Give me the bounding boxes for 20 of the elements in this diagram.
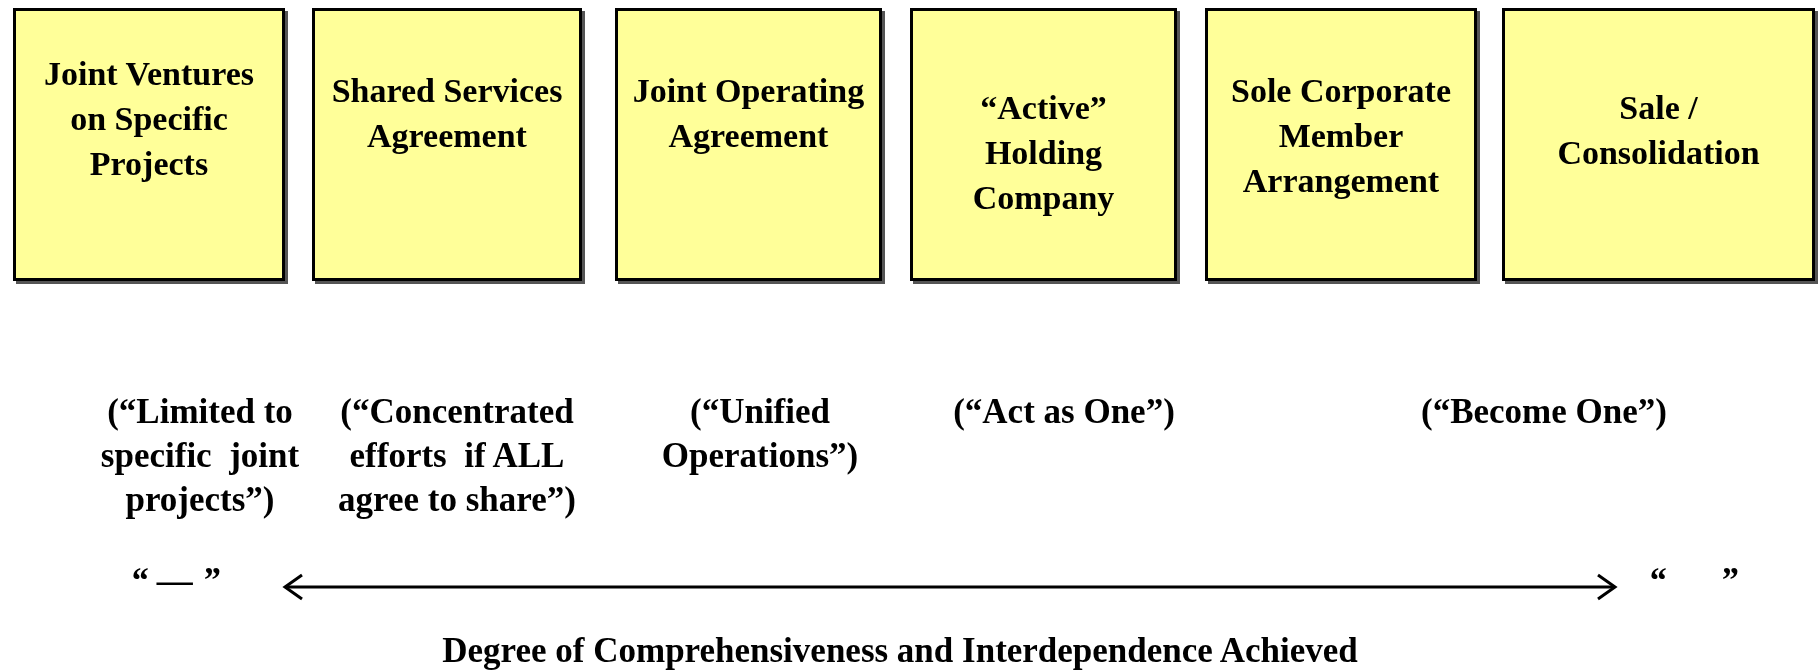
caption: (“Unified Operations”): [660, 391, 860, 477]
box-title: Sole Corporate Member Arrangement: [1230, 71, 1452, 201]
process-box: [910, 8, 1177, 281]
box-title: “Active” Holding Company: [971, 88, 1116, 218]
caption: (“Become One”): [1420, 391, 1668, 433]
process-box: [615, 8, 882, 281]
box-title: Joint Operating Agreement: [632, 71, 865, 156]
scale-end-label: “ — ”: [129, 560, 221, 600]
process-box: [1502, 8, 1815, 281]
caption: (“Act as One”): [952, 391, 1176, 433]
scale-end-label: “ ”: [1647, 560, 1739, 600]
caption: (“Concentrated efforts if ALL agree to share”): [337, 391, 577, 521]
box-title: Sale / Consolidation: [1556, 88, 1761, 173]
box-title: Shared Services Agreement: [330, 71, 564, 156]
process-box: [1205, 8, 1477, 281]
process-box: [312, 8, 582, 281]
box-title: Joint Ventures on Specific Projects: [43, 54, 255, 184]
axis-title: Degree of Comprehensiveness and Interdependence Achieved: [441, 633, 1359, 669]
caption: (“Limited to specific joint projects”): [99, 391, 301, 521]
process-box: [13, 8, 285, 281]
